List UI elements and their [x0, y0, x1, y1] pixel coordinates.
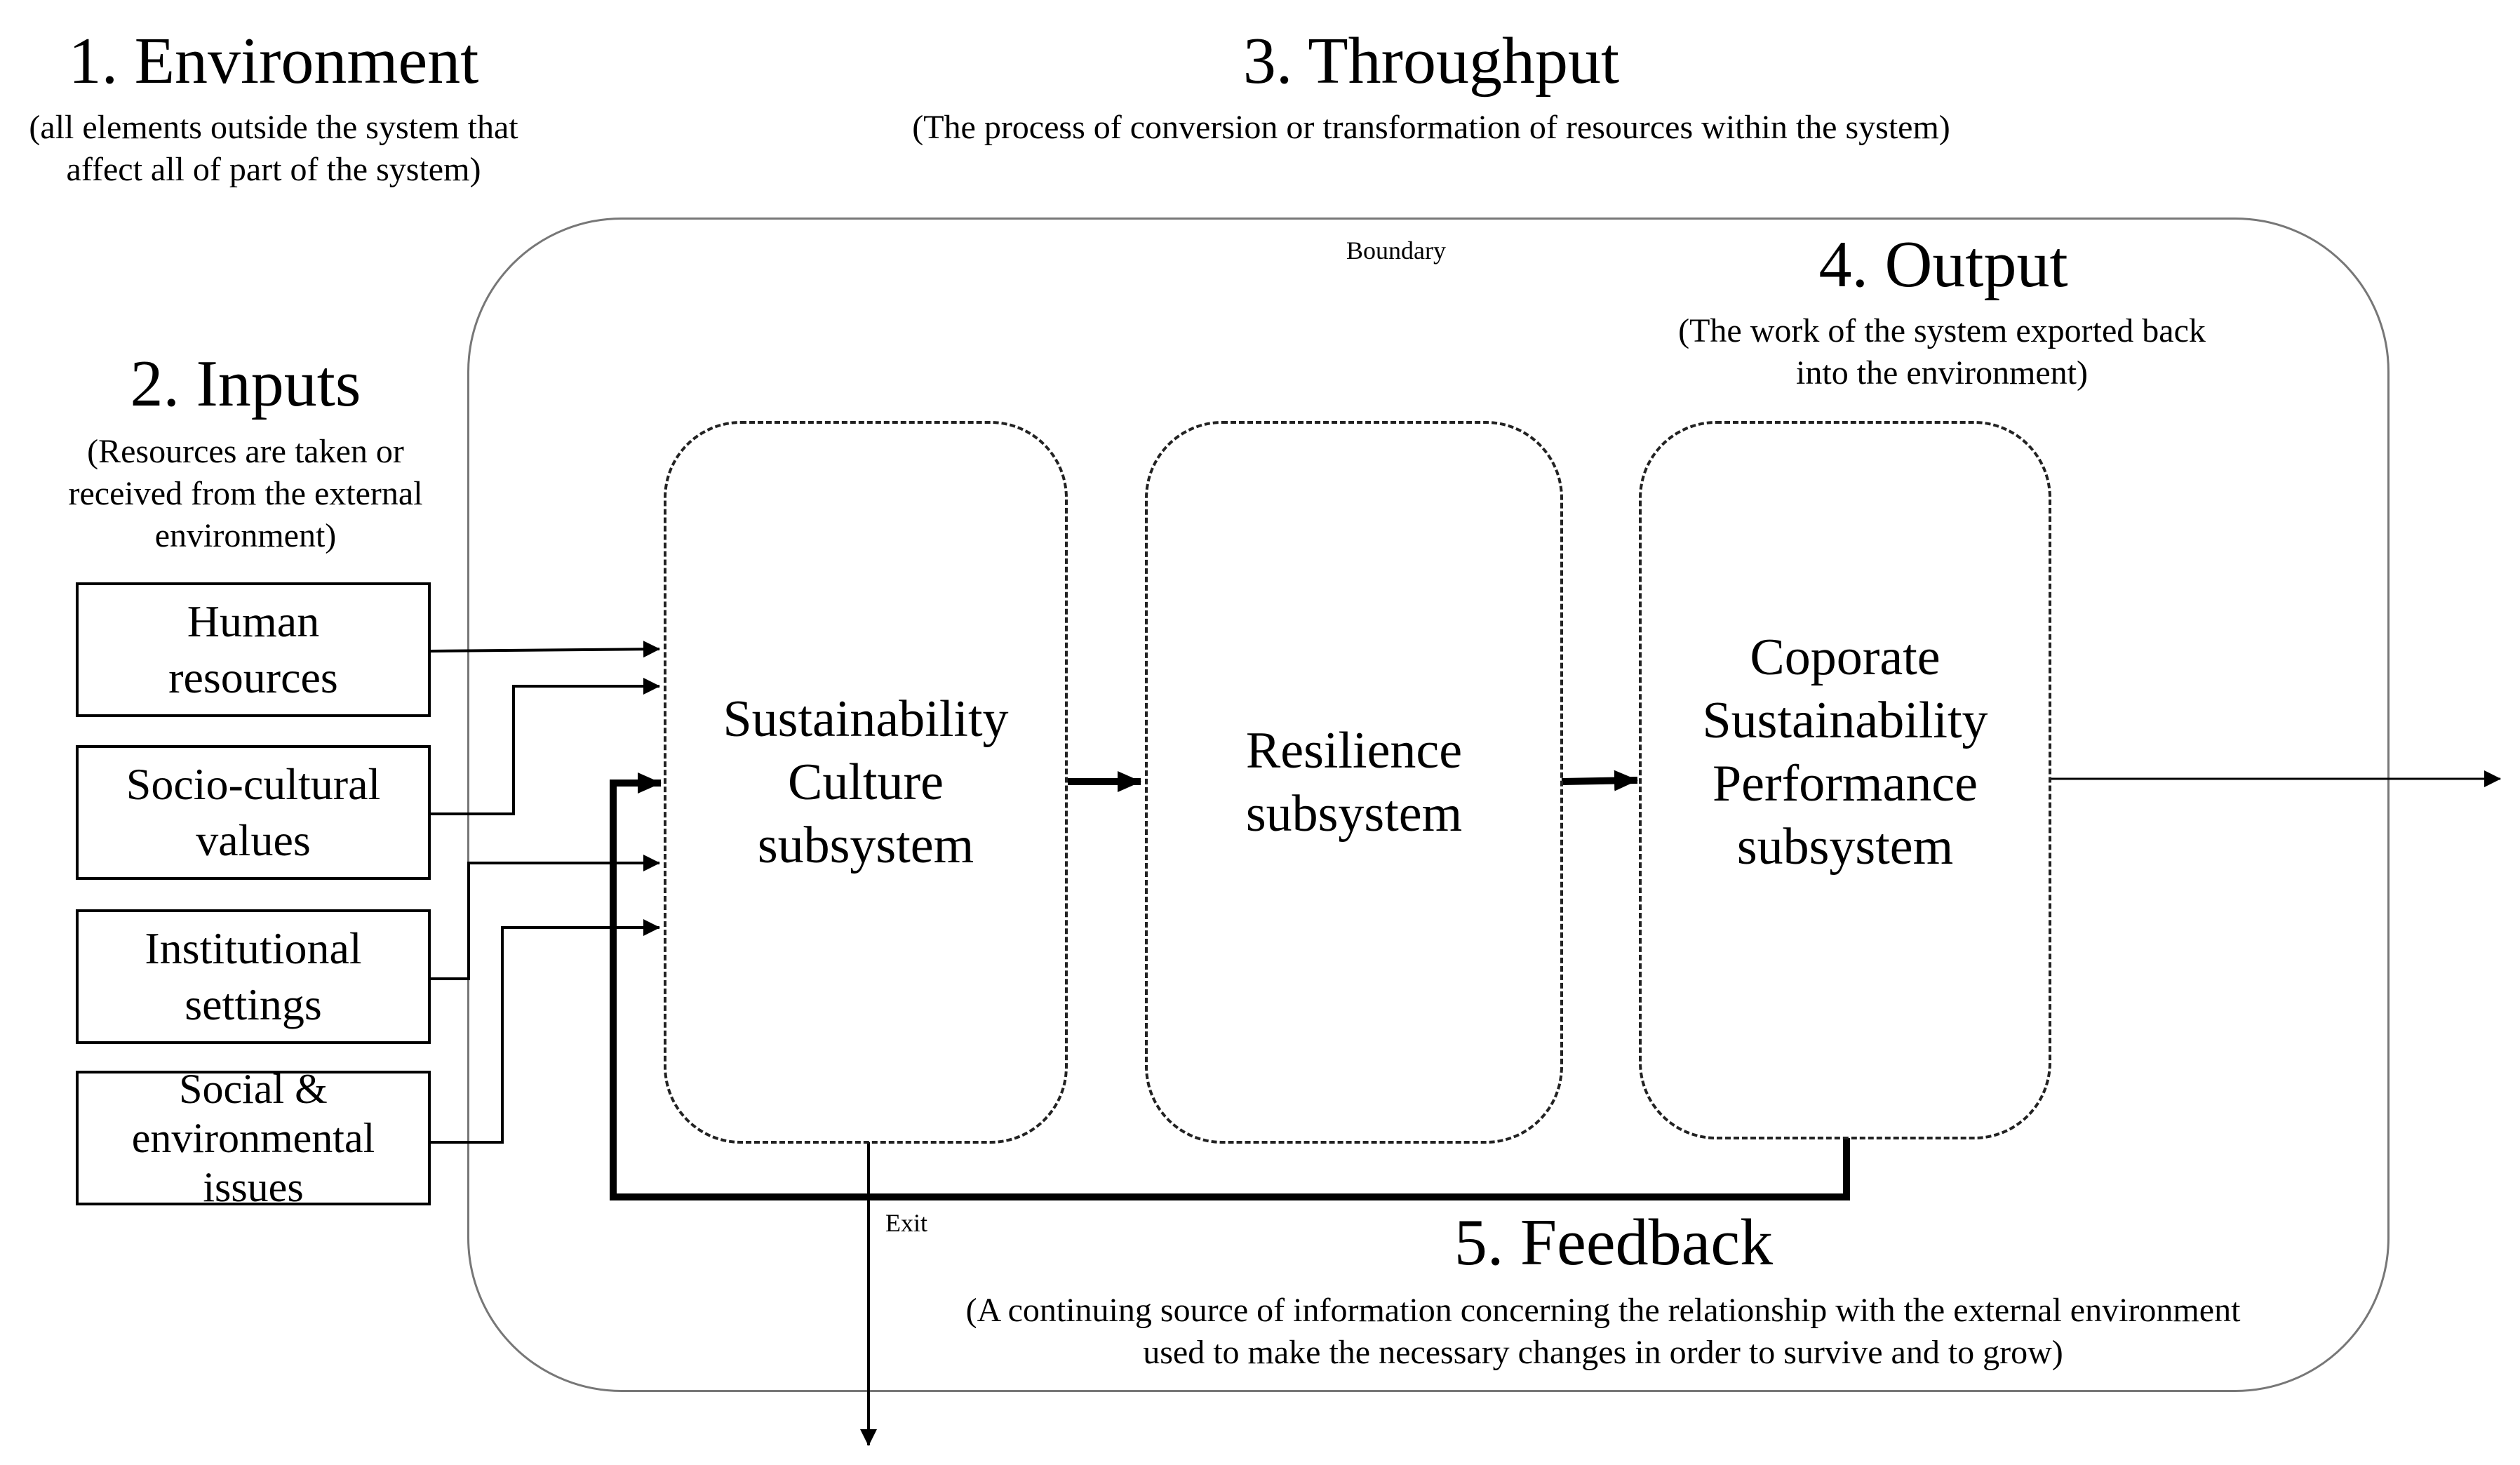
throughput-description: (The process of conversion or transforma…: [912, 109, 1950, 146]
input-box-institutional-settings: Institutional settings: [76, 909, 431, 1044]
exit-label: Exit: [885, 1209, 927, 1237]
input-box-human-resources: Human resources: [76, 582, 431, 717]
subsystem-label: Sustainability Culture subsystem: [723, 690, 1009, 874]
environment-title: 1. Environment: [68, 25, 479, 98]
throughput-title: 3. Throughput: [1242, 25, 1620, 98]
input-label: Human resources: [168, 596, 338, 702]
input-label: Socio-cultural values: [126, 759, 381, 865]
input-box-socio-cultural-values: Socio-cultural values: [76, 745, 431, 880]
subsystem-label: Resilience subsystem: [1245, 722, 1463, 843]
subsystem-resilience: Resilience subsystem: [1145, 421, 1563, 1144]
arrow-social-environmental: [431, 919, 660, 1144]
input-box-social-environmental-issues: Social & environmental issues: [76, 1066, 431, 1210]
feedback-title: 5. Feedback: [1454, 1206, 1774, 1279]
arrow-institutional: [431, 855, 660, 980]
feedback-description: (A continuing source of information conc…: [965, 1292, 2241, 1371]
inputs-title: 2. Inputs: [130, 347, 361, 420]
boundary-label: Boundary: [1346, 236, 1446, 265]
subsystem-sustainability-culture: Sustainability Culture subsystem: [664, 421, 1068, 1144]
arrow-socio-cultural: [431, 678, 660, 815]
inputs-description: (Resources are taken or received from th…: [68, 433, 423, 554]
system-boundary: [467, 218, 2390, 1392]
output-title: 4. Output: [1818, 228, 2068, 301]
environment-description: (all elements outside the system that af…: [29, 109, 518, 188]
arrow-feedback-loop: [610, 772, 1850, 1200]
subsystem-corporate-sustainability-performance: Coporate Sustainability Performance subs…: [1639, 421, 2051, 1139]
arrow-resilience-to-performance: [1561, 770, 1638, 791]
input-label: Institutional settings: [145, 923, 362, 1029]
output-description: (The work of the system exported back in…: [1678, 312, 2206, 392]
arrow-human-resources: [430, 641, 660, 658]
subsystem-label: Coporate Sustainability Performance subs…: [1702, 629, 1988, 876]
input-label: Social & environmental issues: [131, 1066, 375, 1210]
